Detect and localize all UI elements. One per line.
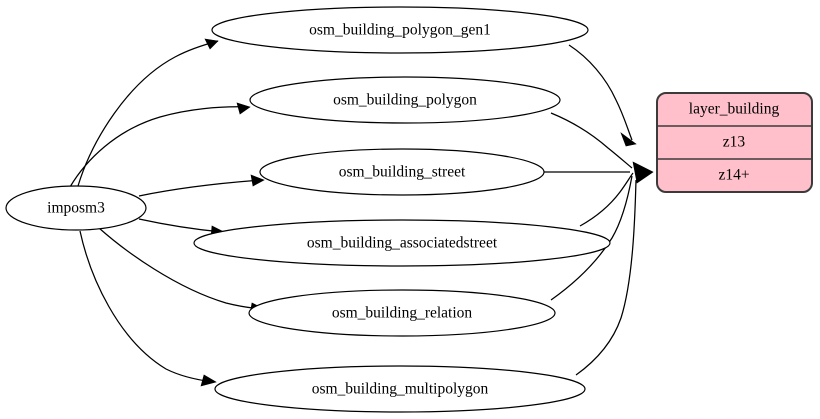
node-osm_building_polygon[interactable]: osm_building_polygon xyxy=(249,76,561,124)
node-imposm3[interactable]: imposm3 xyxy=(5,185,147,231)
arrow-head-icon xyxy=(204,38,219,50)
node-shape xyxy=(259,148,545,196)
node-shape xyxy=(214,365,586,413)
node-label: osm_building_street xyxy=(339,164,466,181)
edge-group-tables-to-layer xyxy=(544,44,654,376)
node-osm_building_relation[interactable]: osm_building_relation xyxy=(248,289,556,337)
arrow-head-icon xyxy=(200,374,217,387)
edge-line xyxy=(138,179,263,197)
edge-osm_building_polygon_gen1-to-layer_building-z13 xyxy=(568,44,637,147)
arrow-head-icon xyxy=(632,161,654,184)
edge-osm_building_associatedstreet-to-layer_building-z14plus xyxy=(579,172,634,227)
node-label: osm_building_relation xyxy=(332,305,473,322)
edge-line xyxy=(79,230,215,383)
edge-imposm3-to-osm_building_street xyxy=(138,174,265,197)
node-label: osm_building_multipolygon xyxy=(312,381,489,398)
edge-imposm3-to-osm_building_polygon xyxy=(69,102,251,188)
edge-line xyxy=(550,175,633,301)
record-row-z13: z13 xyxy=(723,134,746,151)
node-shape xyxy=(5,185,147,231)
edge-osm_building_polygon-to-layer_building-z14plus xyxy=(550,112,633,169)
node-shape xyxy=(193,219,611,267)
edge-line xyxy=(77,40,219,187)
node-layer_building[interactable]: layer_building z13 z14+ xyxy=(656,92,813,193)
edge-imposm3-to-osm_building_multipolygon xyxy=(79,230,217,387)
node-label: osm_building_polygon_gen1 xyxy=(309,22,491,39)
node-shape xyxy=(248,289,556,337)
record-shape xyxy=(656,92,813,193)
node-osm_building_polygon_gen1[interactable]: osm_building_polygon_gen1 xyxy=(211,6,589,54)
edge-osm_building_multipolygon-to-layer_building-z14plus xyxy=(575,179,637,376)
edge-line xyxy=(579,172,634,227)
node-shape xyxy=(249,76,561,124)
record-row-title: layer_building xyxy=(689,101,780,118)
record-row-z14plus: z14+ xyxy=(718,167,749,184)
edge-line xyxy=(550,112,633,169)
edge-imposm3-to-osm_building_polygon_gen1 xyxy=(77,38,219,187)
node-osm_building_multipolygon[interactable]: osm_building_multipolygon xyxy=(214,365,586,413)
arrow-head-icon xyxy=(620,132,637,147)
node-label: imposm3 xyxy=(47,200,105,217)
node-osm_building_street[interactable]: osm_building_street xyxy=(259,148,545,196)
edge-line xyxy=(138,218,223,233)
arrow-head-icon xyxy=(236,102,251,115)
node-label: osm_building_associatedstreet xyxy=(307,235,498,252)
edge-line xyxy=(98,227,263,310)
node-osm_building_associatedstreet[interactable]: osm_building_associatedstreet xyxy=(193,219,611,267)
arrow-head-icon xyxy=(250,174,265,187)
edge-osm_building_relation-to-layer_building-z14plus xyxy=(550,175,633,301)
edge-line xyxy=(575,179,637,376)
edge-line xyxy=(69,106,249,188)
node-shape xyxy=(211,6,589,54)
edge-line xyxy=(568,44,633,141)
node-label: osm_building_polygon xyxy=(333,92,477,109)
